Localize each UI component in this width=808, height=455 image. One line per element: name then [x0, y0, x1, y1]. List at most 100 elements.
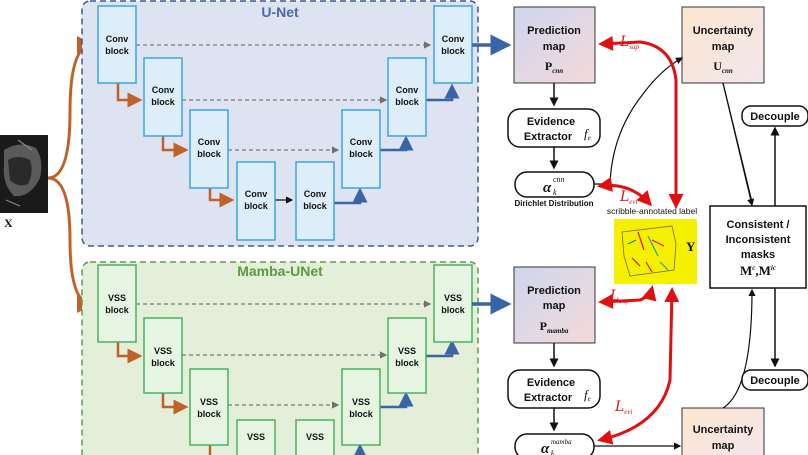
- decouple-top-label: Decouple: [750, 111, 800, 123]
- conv-block-label: Conv: [198, 137, 221, 147]
- svg-text:Mc,Mic: Mc,Mic: [740, 263, 776, 278]
- unc-mamba-line2: map: [712, 440, 735, 452]
- input-label: X: [4, 216, 13, 230]
- svg-text:Levi: Levi: [614, 399, 633, 416]
- pred-cnn-sub: cnn: [552, 67, 563, 75]
- decouple-top-box: [741, 105, 808, 127]
- vss-block-label: block: [349, 409, 374, 419]
- svg-text:Pmamba: Pmamba: [540, 319, 569, 335]
- loss-evi-top: L: [619, 189, 629, 205]
- dirichlet-label: Dirichlet Distribution: [514, 199, 593, 208]
- alpha-cnn-sup: cnn: [553, 175, 565, 184]
- alpha-cnn-symbol: α: [543, 180, 552, 196]
- pred-mamba-line1: Prediction: [527, 285, 581, 297]
- vss-block-label: VSS: [154, 346, 172, 356]
- pred-cnn-line2: map: [543, 41, 566, 53]
- pred-mamba-symbol: P: [540, 319, 547, 333]
- vss-block-label: block: [395, 358, 420, 368]
- conv-block: [341, 109, 381, 189]
- loss-sup-bottom: L: [609, 288, 619, 304]
- mamba-title: Mamba-UNet: [237, 263, 323, 279]
- evid-cnn-line1: Evidence: [527, 116, 575, 128]
- conv-block-label: Conv: [442, 34, 465, 44]
- vss-block-label: VSS: [444, 293, 462, 303]
- prediction-map-mamba: [513, 266, 596, 344]
- masks-box: [709, 205, 807, 289]
- input-arrow-mamba: [47, 176, 95, 313]
- masks-sep: ,: [755, 263, 758, 278]
- conv-block-label: Conv: [245, 189, 268, 199]
- scribble-symbol: Y: [686, 239, 696, 254]
- conv-block: [295, 161, 335, 241]
- conv-block-label: block: [349, 149, 374, 159]
- vss-block: [387, 317, 427, 394]
- conv-block-label: block: [151, 97, 176, 107]
- vss-block-label: VSS: [108, 293, 126, 303]
- unc-cnn-symbol: U: [713, 59, 722, 73]
- masks-sym: M: [740, 263, 752, 278]
- conv-block-label: Conv: [304, 189, 327, 199]
- vss-block: [236, 419, 276, 455]
- input-image: [0, 135, 48, 213]
- conv-block: [433, 5, 473, 84]
- evid-cnn-line2: Extractor: [524, 131, 573, 143]
- svg-text:fe: fe: [584, 387, 591, 403]
- evid-mamba-fn-sub: e: [588, 395, 591, 403]
- conv-block-label: Conv: [396, 85, 419, 95]
- conv-block: [189, 109, 229, 189]
- conv-block: [143, 57, 183, 137]
- evid-cnn-fn: f: [584, 126, 590, 141]
- unet-title: U-Net: [261, 4, 299, 20]
- svg-text:α: α: [541, 441, 550, 455]
- alpha-mamba-symbol: α: [541, 441, 550, 455]
- scribble-label-text: scribble-annotated label: [607, 206, 697, 216]
- vss-block: [433, 264, 473, 343]
- conv-block: [97, 5, 137, 84]
- masks-line1: Consistent /: [727, 219, 790, 231]
- svg-text:α: α: [543, 180, 552, 196]
- masks-sup2: ic: [771, 264, 776, 272]
- conv-block-label: block: [244, 201, 269, 211]
- pred-cnn-line1: Prediction: [527, 25, 581, 37]
- loss-arrows: [597, 35, 684, 445]
- conv-block-label: Conv: [350, 137, 373, 147]
- prediction-map-cnn: [513, 6, 596, 84]
- loss-sup-top-sub: sup: [629, 43, 639, 51]
- conv-block-label: block: [395, 97, 420, 107]
- masks-sup1: c: [752, 264, 755, 272]
- svg-text:Ucnn: Ucnn: [713, 59, 733, 75]
- alpha-mamba-sup: mamba: [551, 438, 572, 446]
- loss-evi-top-sub: evi: [629, 198, 637, 206]
- vss-block-label: block: [441, 305, 466, 315]
- vss-block: [143, 317, 183, 394]
- pred-mamba-sub: mamba: [547, 327, 569, 335]
- uncertainty-map-cnn: [681, 6, 765, 84]
- masks-sym2: M: [759, 263, 771, 278]
- vss-block-label: block: [197, 409, 222, 419]
- unc-cnn-line1: Uncertainty: [693, 25, 754, 37]
- pred-mamba-line2: map: [543, 300, 566, 312]
- decouple-bottom-label: Decouple: [750, 375, 800, 387]
- vss-block: [97, 264, 137, 343]
- vss-block-label: VSS: [200, 397, 218, 407]
- vss-block-label: block: [105, 305, 130, 315]
- loss-evi-bottom: L: [614, 399, 624, 415]
- svg-text:Levi: Levi: [619, 189, 638, 206]
- masks-line2: Inconsistent: [726, 234, 791, 246]
- conv-block-label: Conv: [152, 85, 175, 95]
- vss-block: [341, 368, 381, 446]
- mamba-blocks: VSS block VSS block VSS block VSS VSS VS…: [97, 264, 473, 455]
- evid-cnn-fn-sub: e: [588, 134, 591, 142]
- uncertainty-map-mamba: [681, 407, 765, 455]
- loss-sup-bottom-sub: sup: [619, 297, 629, 305]
- pred-cnn-symbol: P: [545, 59, 552, 73]
- svg-text:fe: fe: [584, 126, 591, 142]
- unc-cnn-sub: cnn: [722, 67, 733, 75]
- unc-mamba-line1: Uncertainty: [693, 424, 754, 436]
- alpha-cnn-sub: k: [553, 188, 557, 197]
- conv-block-label: block: [197, 149, 222, 159]
- loss-evi-bottom-sub: evi: [624, 408, 632, 416]
- vss-block-label: VSS: [352, 397, 370, 407]
- scribble-image: [621, 225, 677, 277]
